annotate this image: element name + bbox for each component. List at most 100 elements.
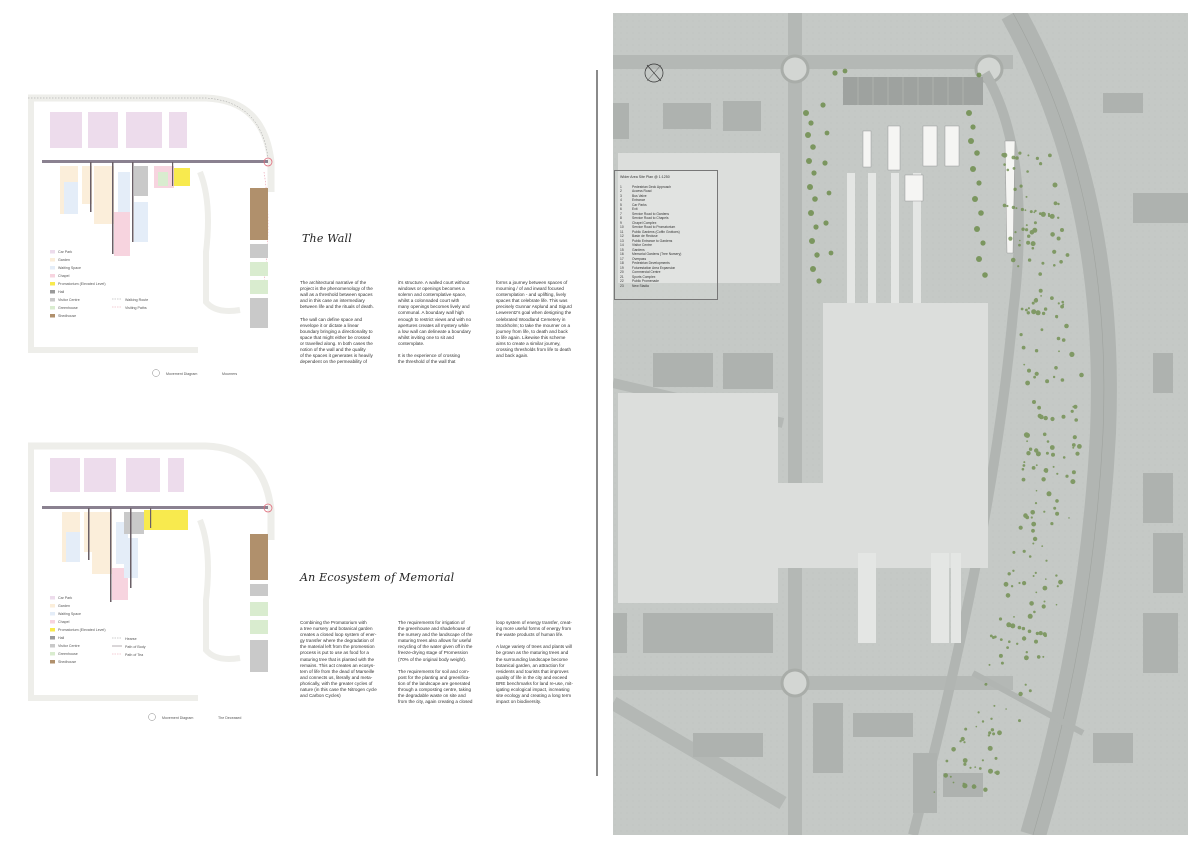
legend-item: Greenhouse <box>58 652 78 656</box>
legend-item: Waiting Space <box>58 612 81 616</box>
nursery-tree <box>1055 603 1058 606</box>
nursery-tree <box>1034 639 1038 644</box>
nursery-tree <box>1038 288 1043 293</box>
nursery-tree <box>995 770 1000 776</box>
nursery-tree <box>1034 209 1037 213</box>
nursery-tree <box>1041 545 1044 547</box>
nursery-tree <box>983 787 988 792</box>
nursery-tree <box>1033 610 1036 614</box>
nursery-tree <box>1034 448 1039 453</box>
nursery-tree <box>1052 375 1056 379</box>
nursery-tree <box>1050 522 1054 526</box>
nursery-tree <box>993 704 996 707</box>
nursery-tree <box>1027 258 1032 262</box>
nursery-tree <box>1017 625 1022 630</box>
nursery-tree <box>1002 203 1007 208</box>
legend-item: Greenhouse <box>58 306 78 310</box>
nursery-tree <box>1033 375 1036 379</box>
legend-item: Shedhouse <box>58 314 76 318</box>
nursery-tree <box>1019 239 1021 242</box>
nursery-tree <box>1024 655 1029 661</box>
nursery-tree <box>943 773 948 778</box>
nursery-tree <box>974 785 977 789</box>
nursery-tree <box>1043 510 1046 513</box>
nursery-tree <box>1053 506 1057 510</box>
nursery-tree <box>1032 400 1036 404</box>
nursery-tree <box>1044 469 1048 473</box>
nursery-tree <box>1046 491 1052 497</box>
nursery-tree <box>963 762 967 766</box>
nursery-tree <box>1006 646 1009 649</box>
nursery-tree <box>1074 418 1078 422</box>
nursery-tree <box>1034 297 1038 301</box>
nursery-tree <box>1022 581 1027 586</box>
nursery-tree <box>1056 585 1059 588</box>
diagram-caption: Movement Diagram <box>162 716 193 720</box>
nursery-tree <box>1071 443 1076 447</box>
nursery-tree <box>1006 622 1012 628</box>
movement-diagram-mourners: Car Park Garden Waiting Space Chapel Pro… <box>26 92 278 382</box>
nursery-tree <box>1041 604 1046 609</box>
nursery-tree <box>1026 240 1031 245</box>
nursery-tree <box>981 720 985 723</box>
nursery-tree <box>1032 536 1038 542</box>
legend-item: Car Park <box>58 596 72 600</box>
nursery-tree <box>1018 691 1023 697</box>
nursery-tree <box>978 767 982 770</box>
nursery-tree <box>1018 525 1023 530</box>
nursery-tree <box>988 663 991 666</box>
nursery-tree <box>1022 549 1026 553</box>
nursery-tree <box>1005 593 1011 598</box>
nursery-tree <box>1029 210 1033 214</box>
nursery-tree <box>1034 502 1038 505</box>
nursery-tree <box>1015 156 1019 160</box>
nursery-tree <box>1021 626 1026 631</box>
nursery-tree <box>988 768 993 774</box>
nursery-tree <box>960 736 965 742</box>
legend-item: Visitor Centre <box>58 298 80 302</box>
nursery-tree <box>1057 302 1060 305</box>
nursery-tree <box>1056 236 1061 241</box>
nursery-tree <box>1049 445 1055 450</box>
nursery-tree <box>1024 683 1027 686</box>
nursery-tree <box>990 717 993 720</box>
nursery-tree <box>1069 351 1075 357</box>
nursery-tree <box>1034 371 1039 376</box>
nursery-tree <box>987 745 993 751</box>
nursery-tree <box>975 725 978 728</box>
nursery-tree <box>1026 440 1028 443</box>
nursery-tree <box>1043 307 1048 311</box>
nursery-tree <box>1046 440 1050 443</box>
nursery-tree <box>1072 435 1077 440</box>
wall-text-col2: it's structure. A walled court without w… <box>398 280 472 365</box>
nursery-tree <box>1017 265 1020 268</box>
nursery-tree <box>1028 689 1032 693</box>
nursery-tree <box>1026 170 1029 173</box>
nursery-tree <box>1072 446 1075 449</box>
diagram-caption: Movement Diagram <box>166 372 197 376</box>
legend-item: Promatorium (Elevated Level) <box>58 282 106 286</box>
nursery-tree <box>1010 585 1014 588</box>
nursery-tree <box>1070 479 1076 485</box>
nursery-tree <box>1052 182 1058 188</box>
nursery-tree <box>1014 231 1017 234</box>
nursery-tree <box>1005 708 1007 710</box>
nursery-tree <box>1031 466 1036 470</box>
nursery-tree <box>1032 575 1035 577</box>
nursery-tree <box>1012 550 1016 554</box>
nursery-tree <box>1018 581 1021 585</box>
eco-text-col3: loop system of energy transfer, creat- i… <box>496 620 573 705</box>
nursery-tree <box>1068 517 1070 519</box>
nursery-tree <box>998 617 1003 621</box>
nursery-tree <box>945 759 949 763</box>
nursery-tree <box>1023 363 1026 366</box>
legend-item: Car Park <box>58 250 72 254</box>
